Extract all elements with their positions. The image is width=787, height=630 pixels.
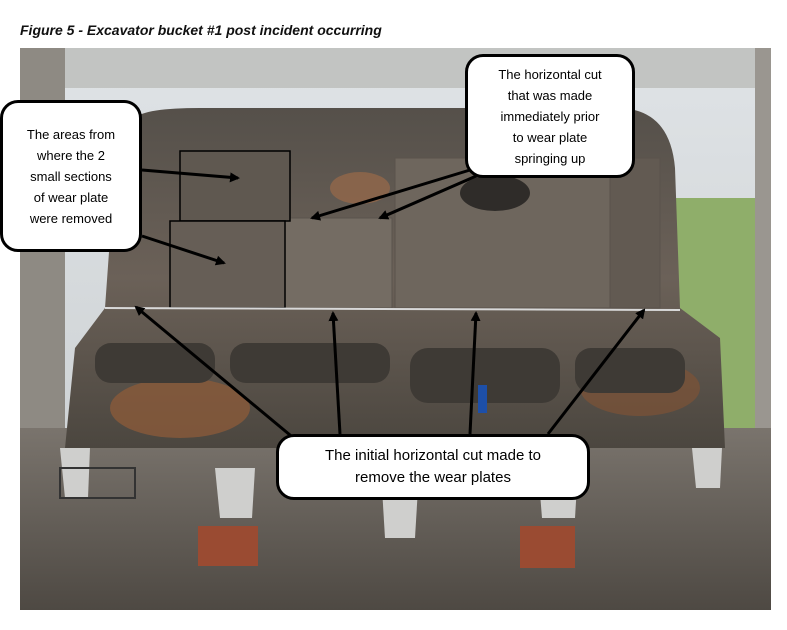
callout-initial-cut: The initial horizontal cut made to remov… [276,434,590,500]
callout-removed-sections: The areas from where the 2 small section… [0,100,142,252]
recess [575,348,685,393]
callout-initial-cut-text: The initial horizontal cut made to remov… [325,447,541,486]
tooth [60,448,90,498]
recess [95,343,215,383]
rust-patch [110,378,250,438]
callout-horizontal-cut-prior-text: The horizontal cut that was made immedia… [498,66,602,166]
figure-caption: Figure 5 - Excavator bucket #1 post inci… [20,22,382,38]
recess [230,343,390,383]
brick-stack [198,526,258,566]
removed-section-upper [179,150,291,222]
shed-roof [20,48,771,88]
callout-removed-sections-text: The areas from where the 2 small section… [26,126,116,226]
removed-section-lower [169,220,286,309]
trolley [59,467,136,499]
brick-stack [520,526,575,568]
dark-stain [460,175,530,211]
tooth [215,468,255,518]
spray-can [478,385,487,413]
callout-horizontal-cut-prior: The horizontal cut that was made immedia… [465,54,635,178]
wear-plate-panel [281,217,393,309]
tooth [382,488,418,538]
right-post [755,48,771,468]
wear-plate-panel [609,157,661,309]
recess [410,348,560,403]
rust-patch [330,172,390,204]
tooth [692,448,722,488]
